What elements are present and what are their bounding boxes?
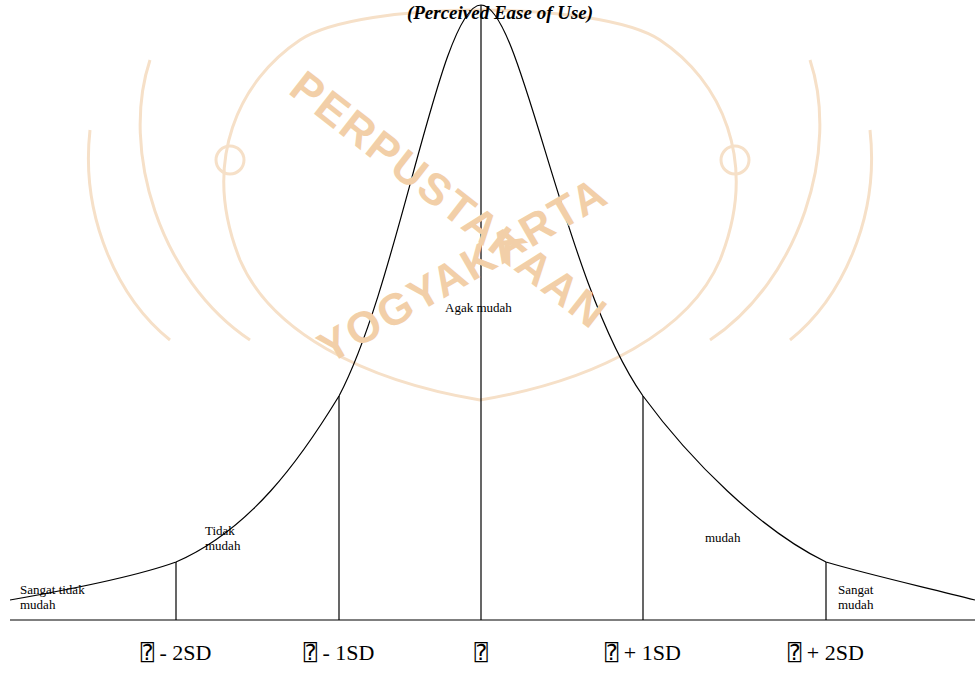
region-label: mudah	[705, 531, 740, 546]
axis-label: ⍰ + 1SD	[605, 640, 681, 665]
region-label: Sangat mudah	[838, 583, 898, 613]
axis-label: ⍰ - 1SD	[304, 640, 375, 665]
axis-label: ⍰ + 2SD	[788, 640, 864, 665]
axis-label: ⍰	[474, 640, 487, 665]
watermark-logo	[88, 10, 871, 400]
region-label: Sangat tidak mudah	[20, 583, 90, 613]
chart-title: (Perceived Ease of Use)	[407, 2, 593, 24]
baseline	[10, 619, 975, 620]
region-label: Tidak mudah	[205, 524, 265, 554]
axis-label: ⍰ - 2SD	[141, 640, 212, 665]
sd-divider	[176, 5, 826, 620]
region-label: Agak mudah	[445, 301, 512, 316]
bell-curve	[10, 5, 975, 600]
